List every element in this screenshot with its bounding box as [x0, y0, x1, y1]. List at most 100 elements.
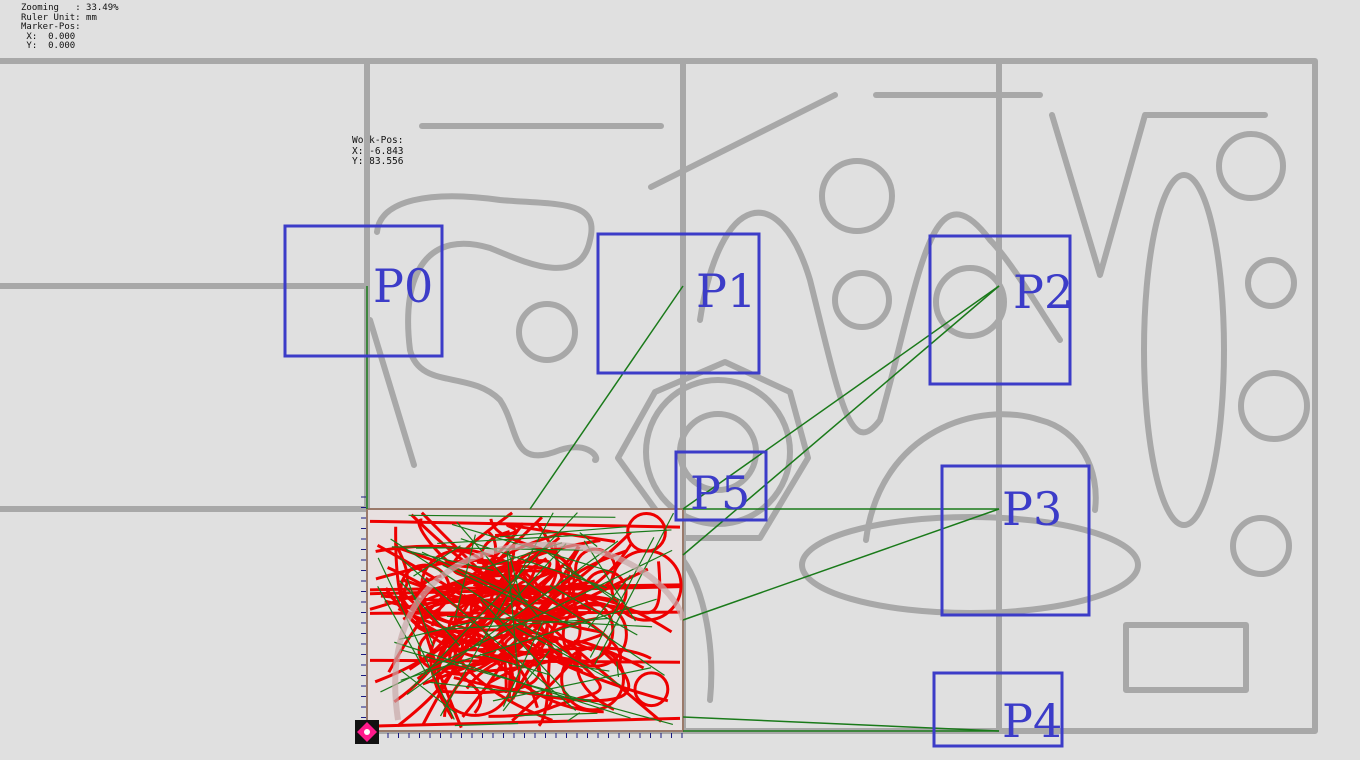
- travel-segment: [549, 584, 638, 636]
- marker-y-label: Y:: [26, 41, 38, 51]
- label-p1: P1: [696, 264, 756, 318]
- travel-segment: [480, 598, 575, 702]
- travel-segment: [502, 650, 551, 712]
- travel-segment: [506, 550, 519, 669]
- status-readout: Zooming : 33.49% Ruler Unit: mm Marker-P…: [21, 3, 119, 51]
- work-y-label: Y:: [352, 156, 364, 167]
- wave-curve: [697, 209, 1063, 436]
- zoom-label: Zooming: [21, 3, 59, 13]
- marker-box-p1[interactable]: [596, 232, 761, 375]
- position-markers[interactable]: [283, 224, 1091, 748]
- position-labels: P0 P1 P2 P3 P4 P5: [373, 259, 1073, 748]
- marker-box-p0[interactable]: [283, 224, 444, 358]
- cut-path: [511, 564, 572, 700]
- cut-path: [496, 621, 559, 643]
- circle-p2: [933, 265, 1007, 339]
- cut-path: [397, 607, 493, 686]
- work-y-value: 183.556: [363, 156, 404, 167]
- ruler-ticks: [361, 496, 683, 738]
- circle-r1: [1216, 131, 1286, 201]
- origin-marker-icon[interactable]: [355, 720, 379, 744]
- travel-segment: [515, 574, 665, 676]
- label-p0: P0: [373, 259, 433, 313]
- cut-line: [369, 716, 681, 728]
- travel-segment: [444, 617, 608, 631]
- workpiece-arc-overlay: [392, 541, 686, 721]
- travel-segment: [399, 580, 461, 647]
- travel-segment: [399, 648, 674, 726]
- travel-segment: [377, 557, 455, 720]
- travel-segment: [515, 712, 598, 717]
- travel-segment: [456, 521, 540, 618]
- ring-outer: [643, 377, 793, 527]
- ruler-unit-value: mm: [86, 12, 97, 23]
- travel-segment: [545, 551, 618, 603]
- cut-circle: [560, 646, 625, 712]
- label-p2: P2: [1013, 265, 1073, 319]
- blob-shape: [374, 193, 600, 463]
- travel-segment: [460, 538, 607, 589]
- marker-x-value: 0.000: [48, 31, 76, 42]
- travel-segment: [479, 653, 549, 675]
- cut-circle: [633, 671, 670, 708]
- circle-large: [819, 158, 895, 234]
- label-p5: P5: [690, 466, 750, 520]
- cut-circle: [561, 601, 628, 668]
- travel-to-p1: [529, 285, 684, 510]
- travel-to-p4-a: [682, 716, 1000, 732]
- travel-segment: [515, 627, 621, 686]
- label-p4: P4: [1002, 694, 1062, 748]
- travel-segment: [437, 529, 672, 545]
- travel-paths: [366, 285, 1000, 732]
- cut-line: [369, 610, 681, 615]
- travel-segment: [390, 538, 568, 654]
- travel-to-p2-b: [682, 285, 1000, 556]
- travel-segment: [492, 667, 652, 702]
- travel-segment: [380, 549, 673, 693]
- work-pos-label: Work-Pos:: [352, 135, 404, 146]
- green-inner-paths: [377, 512, 675, 727]
- diagonal-line: [367, 317, 417, 468]
- marker-box-p3[interactable]: [940, 464, 1091, 617]
- travel-segment: [413, 545, 461, 577]
- travel-segment: [507, 549, 523, 601]
- work-x-label: X:: [352, 145, 364, 157]
- travel-segment: [454, 722, 519, 727]
- ruler-unit-label: Ruler Unit:: [21, 12, 81, 23]
- marker-box-p5[interactable]: [674, 450, 768, 522]
- cut-path: [414, 612, 590, 664]
- travel-to-p2-a: [682, 285, 1000, 510]
- travel-segment: [499, 526, 627, 538]
- label-p3: P3: [1002, 482, 1062, 536]
- travel-segment: [616, 661, 620, 677]
- hexagon-shape: [615, 359, 811, 541]
- travel-segment: [594, 512, 675, 665]
- travel-segment: [589, 537, 655, 658]
- travel-segment: [562, 566, 626, 604]
- marker-box-p2[interactable]: [928, 234, 1072, 386]
- v-shape: [1049, 112, 1268, 278]
- circle-r2: [1245, 257, 1297, 309]
- travel-segment: [494, 543, 567, 621]
- work-x-value: -6.843: [369, 145, 404, 157]
- hook-curve: [680, 557, 715, 703]
- rect-slot: [1123, 622, 1249, 693]
- marker-x-label: X:: [26, 31, 38, 42]
- cut-line: [369, 519, 681, 529]
- travel-segment: [446, 615, 653, 628]
- circle-r3: [1238, 370, 1310, 442]
- cut-circle: [435, 638, 515, 717]
- work-pos-readout: Work-Pos: X: -6.843 Y:183.556: [352, 135, 404, 168]
- marker-y-value: 0.000: [48, 41, 76, 51]
- travel-to-p3-b: [682, 508, 1000, 621]
- slash-line: [648, 92, 838, 190]
- circle-small: [832, 270, 892, 330]
- travel-segment: [406, 578, 434, 647]
- hole-circle: [516, 301, 578, 363]
- marker-box-p4[interactable]: [932, 671, 1064, 748]
- travel-segment: [406, 550, 494, 572]
- cut-line: [369, 658, 681, 664]
- travel-segment: [399, 621, 472, 640]
- zoom-value: 33.49%: [86, 3, 119, 13]
